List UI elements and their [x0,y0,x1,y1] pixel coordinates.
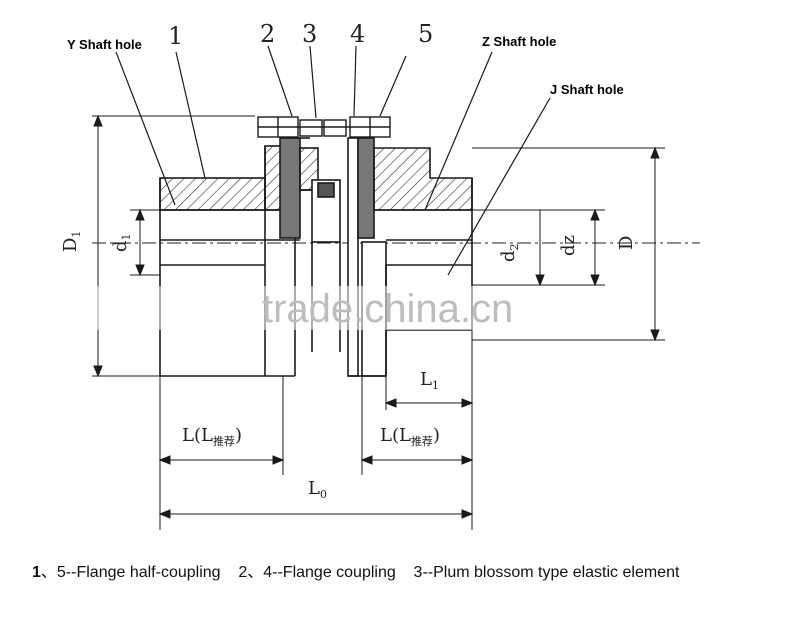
dim-d2: d2 [498,243,521,262]
dim-L0: L0 [308,478,327,501]
dim-dz: dz [558,235,579,256]
part-number-3: 3 [302,20,317,48]
part-number-2: 2 [260,20,275,48]
horizontal-dimensions [158,330,474,530]
caption-text: 、5--Flange half-coupling 2、4--Flange cou… [40,564,680,581]
leader-lines [115,45,551,276]
j-shaft-hole-label: J Shaft hole [550,82,624,97]
dim-L1: L1 [420,369,439,392]
left-flange [279,137,319,239]
watermark-band [90,286,610,330]
dim-L-right: L(L推荐) [380,425,440,448]
dim-L-left: L(L推荐) [182,425,242,448]
dim-D1: D1 [60,231,83,252]
part-number-4: 4 [350,20,365,48]
left-half-coupling [159,145,300,377]
right-half-coupling [373,147,473,376]
part-number-5: 5 [418,20,433,48]
vertical-dimensions [92,114,665,378]
z-shaft-hole-label: Z Shaft hole [482,34,556,49]
y-shaft-hole-label: Y Shaft hole [67,37,142,52]
watermark: trade.china.cn [262,287,513,331]
dim-d1: d1 [110,233,133,252]
caption: 1、5--Flange half-coupling 2、4--Flange co… [32,558,679,582]
dim-D: D [616,236,637,250]
caption-lead: 1 [32,564,41,581]
part-number-1: 1 [168,22,183,50]
bolts [257,116,391,138]
